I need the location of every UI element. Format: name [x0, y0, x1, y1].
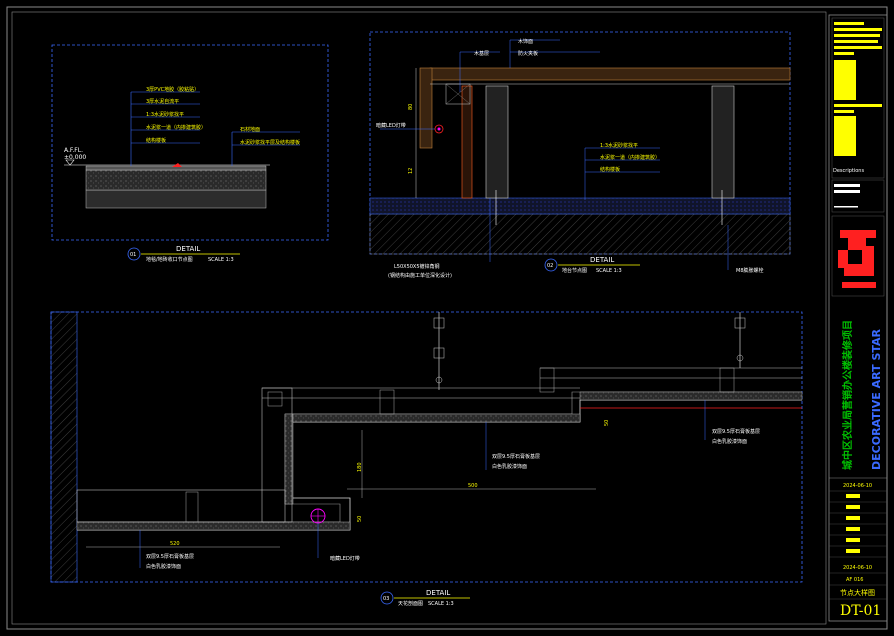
detail-01-scale: SCALE 1:3 [208, 257, 234, 263]
detail-03-callout-top-1: 双层9.5厚石膏板基层 [712, 428, 760, 435]
detail-03-wall [50, 311, 78, 583]
detail-02-callout-veneer: 木饰面 [518, 38, 533, 45]
detail-01-slab [85, 189, 267, 209]
detail-03-dim-180: 180 [357, 462, 363, 472]
detail-03-frame [50, 311, 803, 583]
detail-01-number-bubble [127, 247, 141, 261]
detail-02-angle-steel-note: (钢结构由施工单位深化设计) [388, 272, 452, 279]
detail-02-post-right [711, 85, 735, 199]
detail-03-dim-500: 500 [468, 483, 478, 489]
detail-01-heading: DETAIL [176, 245, 200, 253]
detail-03-board-step [284, 413, 294, 505]
project-name-en: DECORATIVE ART STAR [870, 328, 883, 470]
detail-01-callout-7: 水泥砂浆找平层及结构楼板 [240, 139, 300, 146]
detail-01-number: 01 [130, 252, 136, 258]
sheet-border [6, 6, 888, 630]
detail-03-board-top [579, 391, 803, 401]
detail-02-callout-slab: 结构楼板 [600, 166, 620, 173]
detail-02: 80 12 木基层 防火夹板 木饰面 暗藏LED灯带 1:3水泥砂浆找平 水泥浆… [369, 31, 791, 279]
detail-02-number: 02 [547, 263, 553, 269]
detail-03: 500 520 180 50 50 双层9.5厚石膏板基层 白色乳胶漆饰面 双层… [50, 311, 803, 607]
detail-03-frame-lower [76, 489, 286, 523]
detail-03-hanger-2 [734, 312, 746, 368]
detail-02-dim-1: 80 [408, 104, 414, 110]
detail-01-level-label: A.F.FL. [64, 147, 83, 154]
general-notes [831, 17, 885, 179]
detail-03-led-label: 暗藏LED灯带 [330, 555, 360, 562]
drawing-area-border [11, 11, 827, 625]
descriptions-box [831, 179, 885, 213]
sheet-code: AF 016 [846, 577, 863, 583]
detail-01-screed [85, 169, 267, 191]
detail-02-heading: DETAIL [590, 256, 614, 264]
detail-03-board-lower [76, 521, 351, 531]
detail-01-callout-6: 石材地面 [240, 126, 260, 133]
detail-03-scale: SCALE 1:3 [428, 601, 454, 607]
detail-01: A.F.FL. ±0.000 3厚PVC地胶（胶粘贴） 3厚水泥自流平 1:3水… [51, 44, 329, 263]
detail-03-callout-low-1: 双层9.5厚石膏板基层 [146, 553, 194, 560]
detail-01-level-value: ±0.000 [64, 154, 86, 161]
detail-02-led-label: 暗藏LED灯带 [376, 122, 406, 129]
detail-01-callout-1: 3厚PVC地胶（胶粘贴） [146, 86, 199, 93]
drawing-number: DT-01 [840, 603, 881, 619]
detail-03-callout-top-2: 白色乳胶漆饰面 [712, 438, 747, 445]
detail-02-anchor-bolt: M8膨胀螺栓 [736, 267, 764, 274]
detail-01-callout-3: 1:3水泥砂浆找平 [146, 111, 184, 118]
detail-02-beam-box [445, 83, 471, 105]
detail-02-screed [369, 197, 791, 215]
descriptions-label: Descriptions [833, 168, 864, 174]
date-2: 2024-06-10 [843, 565, 872, 571]
detail-03-heading: DETAIL [426, 589, 450, 597]
company-logo [831, 215, 885, 297]
detail-02-slab [369, 213, 791, 255]
date-1: 2024-06-10 [843, 483, 872, 489]
detail-01-subtitle: 地毯/地砖收口节点图 [146, 256, 193, 263]
detail-03-callout-mid-2: 白色乳胶漆饰面 [492, 463, 527, 470]
detail-01-callout-2: 3厚水泥自流平 [146, 98, 179, 105]
detail-03-board-upper [292, 413, 581, 423]
detail-01-level-marker [65, 159, 75, 166]
detail-01-callout-5: 结构楼板 [146, 137, 166, 144]
detail-02-scale: SCALE 1:3 [596, 268, 622, 274]
detail-02-number-bubble [544, 258, 558, 272]
detail-02-callout-wood-base: 木基层 [474, 50, 489, 57]
detail-03-dim-520: 520 [170, 541, 180, 547]
detail-02-dim-2: 12 [408, 168, 414, 174]
detail-02-subtitle: 地台节点图 [562, 267, 587, 274]
detail-01-frame [51, 44, 329, 241]
detail-02-platform-top [429, 67, 791, 81]
detail-03-number: 03 [383, 596, 389, 602]
project-name-cn: 城中区农业局营销办公楼装修项目 [841, 320, 854, 470]
detail-02-post-left [485, 85, 509, 199]
detail-02-callout-plywood: 防火夹板 [518, 50, 538, 57]
detail-03-callout-mid-1: 双层9.5厚石膏板基层 [492, 453, 540, 460]
detail-03-dim-50b: 50 [604, 420, 610, 426]
title-block: Descriptions 城中区农业局营销办公楼装修项目 DECORATIVE … [828, 14, 888, 622]
detail-02-callout-cement: 水泥浆一道（内掺建筑胶） [600, 154, 660, 161]
drawing-name: 节点大样图 [840, 588, 875, 597]
detail-03-number-bubble [380, 591, 394, 605]
detail-03-callout-low-2: 白色乳胶漆饰面 [146, 563, 181, 570]
detail-03-hanger-1 [433, 312, 445, 390]
detail-02-angle-steel: L50X50X5镀锌角钢 [394, 263, 440, 270]
detail-02-riser-lower [461, 85, 473, 199]
detail-03-subtitle: 天花剖面图 [398, 600, 423, 607]
detail-02-platform-face [419, 67, 433, 149]
detail-03-dim-50a: 50 [357, 516, 363, 522]
detail-01-transition-strip [172, 163, 182, 167]
detail-01-callout-4: 水泥浆一道（内掺建筑胶） [146, 124, 206, 131]
detail-02-callout-leveling: 1:3水泥砂浆找平 [600, 142, 638, 149]
